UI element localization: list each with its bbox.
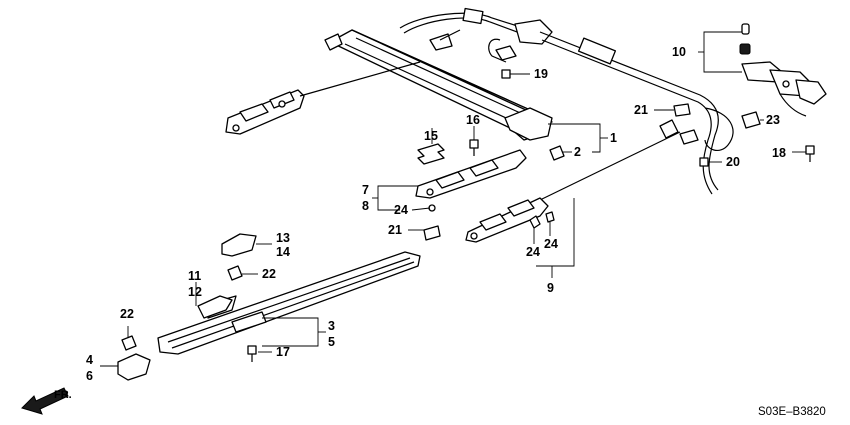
- callout-14: 14: [276, 245, 290, 259]
- diagram-code: S03E–B3820: [758, 406, 826, 418]
- callout-10: 10: [672, 45, 686, 59]
- leader-lines: [100, 31, 806, 367]
- callout-16: 16: [466, 113, 480, 127]
- bolt-16: [469, 139, 479, 156]
- grommet-21-lower: [423, 225, 441, 241]
- clip-2: [549, 145, 565, 161]
- callout-3: 3: [328, 319, 335, 333]
- bracket-11-12: [197, 295, 233, 319]
- middle-slider: [415, 149, 527, 199]
- front-direction-arrow: FR.: [21, 387, 72, 415]
- callout-1: 1: [610, 131, 617, 145]
- callout-17: 17: [276, 345, 290, 359]
- bracket-4-6: [117, 353, 151, 381]
- callout-20: 20: [726, 155, 740, 169]
- clip-20: [699, 157, 709, 167]
- nut-22-lower: [121, 335, 137, 351]
- cable-loop: [659, 107, 734, 152]
- callout-6: 6: [86, 369, 93, 383]
- sunroof-frame-beam: [324, 29, 553, 141]
- callout-21-upper: 21: [634, 103, 648, 117]
- callout-7: 7: [362, 183, 369, 197]
- front-direction-label: FR.: [54, 389, 72, 401]
- callout-21-lower: 21: [388, 223, 402, 237]
- callout-5: 5: [328, 335, 335, 349]
- guide-rail: [157, 251, 421, 355]
- grommet-21-upper: [673, 103, 691, 117]
- part-13-14: [221, 233, 257, 257]
- callout-22-upper: 22: [262, 267, 276, 281]
- callout-13: 13: [276, 231, 290, 245]
- callout-22-lower: 22: [120, 307, 134, 321]
- callout-2: 2: [574, 145, 581, 159]
- callout-19: 19: [534, 67, 548, 81]
- callout-4: 4: [86, 353, 93, 367]
- callout-15: 15: [424, 129, 438, 143]
- callout-24-right-b: 24: [544, 237, 558, 251]
- clip-19: [501, 69, 511, 79]
- bracket-15: [417, 143, 445, 165]
- drive-cable-harness: [399, 7, 719, 195]
- callouts: 1 2 3 4 5 6 7 8 9 10 11 12 13 14 15 16 1…: [86, 45, 786, 383]
- callout-11: 11: [188, 269, 201, 283]
- bolt-17: [247, 345, 257, 362]
- callout-12: 12: [188, 285, 202, 299]
- callout-18: 18: [772, 146, 786, 160]
- callout-24-middle: 24: [394, 203, 408, 217]
- upper-left-slider: [225, 61, 421, 135]
- callout-9: 9: [547, 281, 554, 295]
- sunroof-motor: [739, 23, 827, 117]
- nut-22-upper: [227, 265, 243, 281]
- callout-24-right-a: 24: [526, 245, 540, 259]
- bolt-18: [805, 145, 815, 162]
- callout-8: 8: [362, 199, 369, 213]
- cushion-23: [741, 111, 761, 129]
- right-slider-assembly: [465, 131, 681, 243]
- callout-23: 23: [766, 113, 780, 127]
